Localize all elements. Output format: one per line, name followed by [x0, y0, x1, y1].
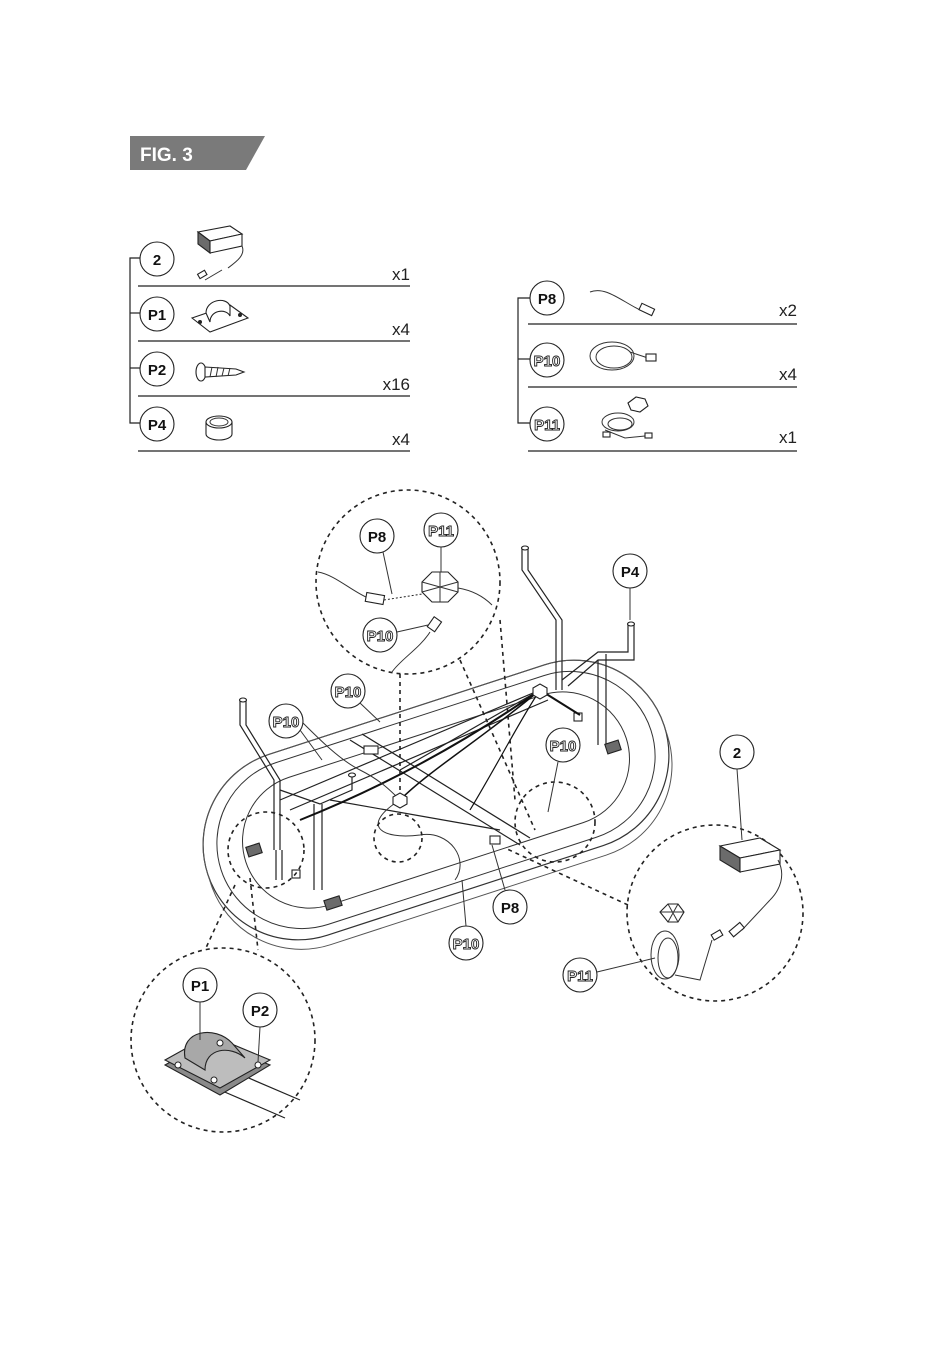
figure-badge: FIG. 3 [130, 136, 265, 170]
part-qty: x1 [779, 428, 797, 447]
part-row-p2: P2 x16 [140, 352, 410, 394]
parts-list-left: 2 x1 P1 x4 P [130, 226, 410, 451]
part-id: P11 [534, 417, 560, 434]
parts-list-right: P8 x2 P10 x4 P11 [518, 281, 797, 451]
callout-p10-b-label: P10 [273, 714, 300, 731]
callout-p2-label: P2 [251, 1003, 269, 1020]
part-row-p1: P1 x4 [140, 297, 410, 339]
callout-p10-c-label: P10 [550, 738, 577, 755]
callout-adapter-label: 2 [733, 745, 741, 762]
part-qty: x4 [392, 430, 410, 449]
part-row-p4: P4 x4 [140, 407, 410, 449]
part-qty: x4 [392, 320, 410, 339]
callout-p11-right-label: P11 [567, 968, 593, 985]
callout-p11: P11 [428, 523, 454, 540]
callout-p10-a-label: P10 [335, 684, 362, 701]
part-id: P10 [534, 353, 561, 370]
part-id: P2 [148, 362, 166, 379]
part-row-p8: P8 x2 [530, 281, 797, 320]
callout-p10-a: P10 [331, 674, 380, 722]
screw-icon [196, 363, 244, 381]
part-id: P4 [148, 417, 167, 434]
callout-p4: P4 [621, 564, 640, 581]
part-id: 2 [153, 252, 161, 269]
part-row-p10: P10 x4 [530, 342, 797, 384]
part-id: P8 [538, 291, 556, 308]
power-adapter-icon [198, 226, 243, 280]
part-id: P1 [148, 307, 166, 324]
detail-top-connection: P8 P11 P10 [316, 490, 500, 674]
callout-p10: P10 [367, 628, 394, 645]
callout-leg-p4: P4 [613, 554, 647, 620]
part-row-p11: P11 x1 [530, 397, 797, 447]
callout-p10-d-label: P10 [453, 936, 480, 953]
figure-label: FIG. 3 [140, 145, 193, 166]
callout-p1-label: P1 [191, 978, 209, 995]
part-qty: x16 [383, 375, 410, 394]
part-qty: x2 [779, 301, 797, 320]
controller-hub-icon [602, 397, 652, 438]
leg-cap-icon [206, 416, 232, 440]
extension-cable-icon [590, 291, 655, 316]
led-strip-icon [590, 342, 656, 370]
part-qty: x4 [779, 365, 797, 384]
bracket-icon [192, 300, 248, 332]
callout-p8-main-label: P8 [501, 900, 519, 917]
part-row-2: 2 x1 [140, 226, 410, 284]
callout-p8: P8 [368, 529, 386, 546]
part-qty: x1 [392, 265, 410, 284]
